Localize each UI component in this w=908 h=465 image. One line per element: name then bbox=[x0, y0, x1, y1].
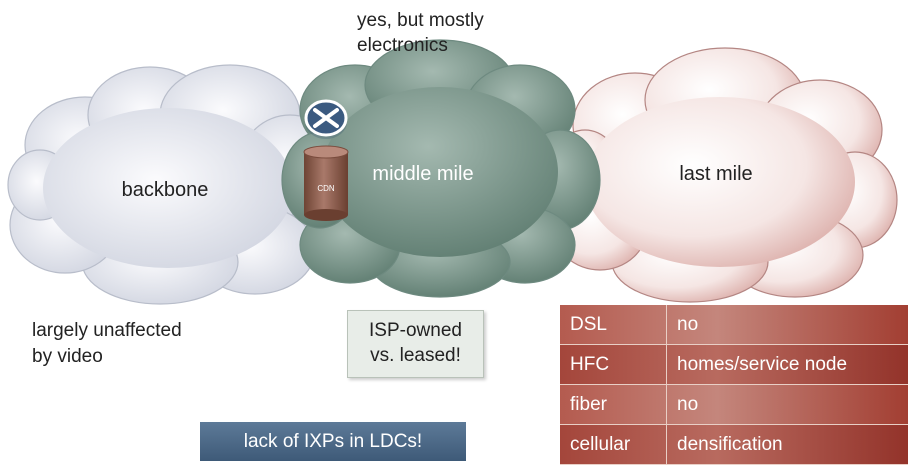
access-technology-table: DSL no HFC homes/service node fiber no c… bbox=[560, 305, 908, 465]
isp-owned-box: ISP-owned vs. leased! bbox=[347, 310, 484, 378]
tech-cell: cellular bbox=[560, 425, 667, 465]
table-row: DSL no bbox=[560, 305, 908, 345]
router-icon bbox=[305, 101, 347, 139]
status-cell: homes/service node bbox=[667, 345, 908, 385]
electronics-note-line1: yes, but mostly bbox=[357, 8, 577, 33]
backbone-note: largely unaffected by video bbox=[32, 318, 292, 370]
tech-cell: DSL bbox=[560, 305, 667, 345]
ixp-box: lack of IXPs in LDCs! bbox=[200, 422, 466, 461]
electronics-note-line2: electronics bbox=[357, 33, 577, 58]
cdn-label: CDN bbox=[317, 184, 335, 193]
middle-mile-label: middle mile bbox=[372, 163, 473, 185]
tech-cell: HFC bbox=[560, 345, 667, 385]
backbone-note-line2: by video bbox=[32, 344, 292, 370]
backbone-note-line1: largely unaffected bbox=[32, 318, 292, 344]
electronics-note: yes, but mostly electronics bbox=[357, 8, 577, 58]
backbone-label: backbone bbox=[122, 179, 209, 201]
status-cell: densification bbox=[667, 425, 908, 465]
isp-box-line2: vs. leased! bbox=[348, 343, 483, 368]
tech-cell: fiber bbox=[560, 385, 667, 425]
status-cell: no bbox=[667, 305, 908, 345]
ixp-box-text: lack of IXPs in LDCs! bbox=[244, 431, 422, 452]
last-mile-label: last mile bbox=[679, 163, 752, 185]
cdn-server-icon: CDN bbox=[304, 146, 348, 221]
status-cell: no bbox=[667, 385, 908, 425]
table-row: fiber no bbox=[560, 385, 908, 425]
table-row: cellular densification bbox=[560, 425, 908, 465]
table-row: HFC homes/service node bbox=[560, 345, 908, 385]
isp-box-line1: ISP-owned bbox=[348, 318, 483, 343]
